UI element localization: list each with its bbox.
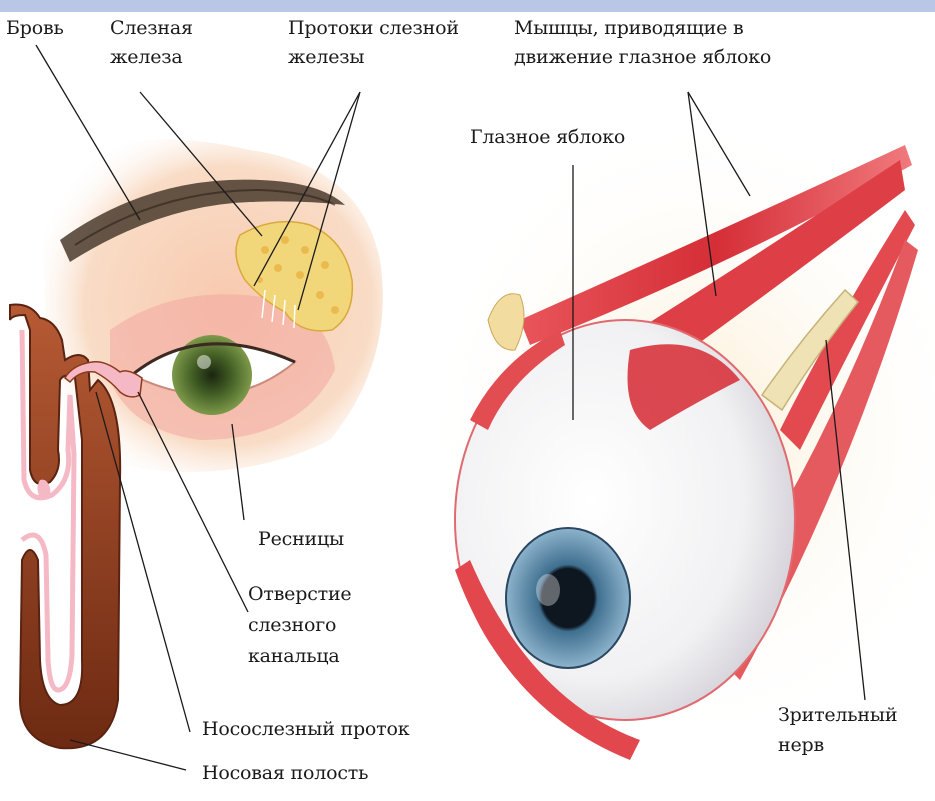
label-lacrimal-gland-line2: железа	[110, 46, 183, 69]
label-nasal-cavity: Носовая полость	[202, 762, 368, 785]
label-eyelashes: Ресницы	[258, 528, 344, 551]
label-lacrimal-gland-line1: Слезная	[110, 17, 193, 40]
label-optic-nerve-line2: нерв	[778, 734, 824, 757]
label-muscles-line2: движение глазное яблоко	[514, 46, 771, 69]
label-opening-line2: слезного	[248, 614, 336, 637]
label-brow: Бровь	[6, 17, 64, 40]
label-ducts-line1: Протоки слезной	[288, 17, 459, 40]
label-opening-line1: Отверстие	[248, 583, 351, 606]
label-optic-nerve-line1: Зрительный	[778, 704, 897, 727]
label-ducts-line2: железы	[288, 46, 364, 69]
right-eyeball-figure	[420, 92, 935, 760]
label-opening-line3: канальца	[248, 645, 340, 668]
label-nasolacrimal-duct: Носослезный проток	[202, 718, 409, 741]
label-muscles-line1: Мышцы, приводящие в	[514, 17, 743, 40]
right-iris	[506, 528, 630, 668]
label-eyeball: Глазное яблоко	[470, 126, 625, 149]
